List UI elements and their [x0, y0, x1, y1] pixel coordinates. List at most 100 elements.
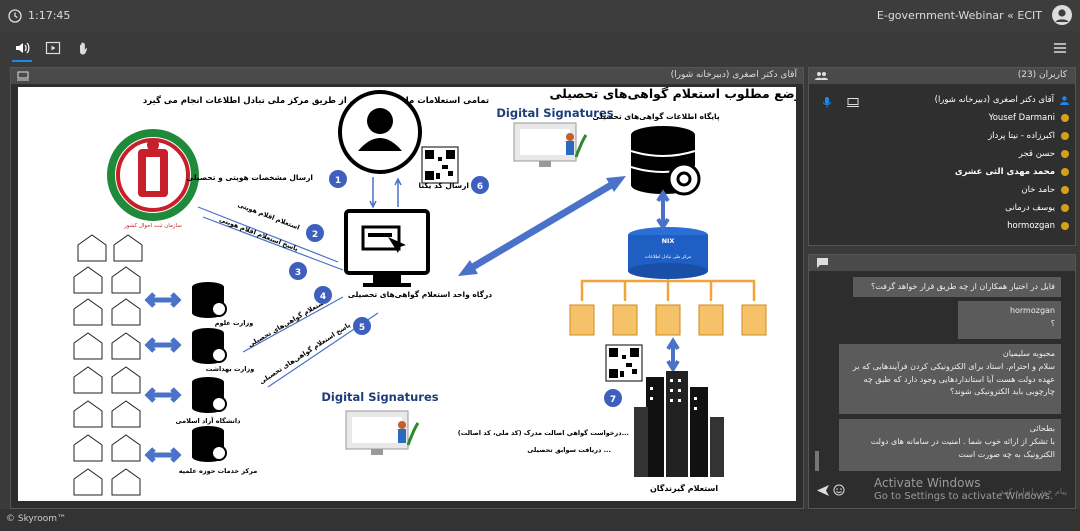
chat-panel: فایل در اختیار همکاران از چه طریق قرار خ… — [808, 254, 1076, 509]
citizen-user-icon — [338, 90, 422, 174]
slide-top-left-title: تمامی استعلامات مابین دستگاهی از طریق مر… — [143, 95, 489, 106]
chat-message-sender: بطحائی — [1029, 424, 1055, 433]
toolbar — [0, 31, 1080, 64]
qr-code-top-icon — [421, 146, 459, 184]
qr-code-bottom-icon — [605, 344, 643, 382]
user-row[interactable]: حسن قجر — [1019, 145, 1069, 163]
raise-hand-icon[interactable] — [76, 40, 92, 56]
room-title: E-government-Webinar « ECIT — [876, 9, 1042, 22]
chat-message-text: ؟ — [1050, 318, 1055, 328]
user-name: Yousef Darmani — [988, 113, 1055, 123]
ministry-2-db-icon — [144, 328, 227, 364]
logo-caption: سازمان ثبت احوال کشور — [123, 222, 182, 229]
emoji-icon[interactable] — [833, 484, 845, 496]
ministry-3-label: دانشگاه آزاد اسلامی — [176, 416, 242, 425]
chat-input-area — [809, 477, 1075, 505]
video-icon[interactable] — [45, 40, 61, 56]
users-panel: کاربران (23) آقای دکتر اصغری (دبیرخانه ش… — [808, 67, 1076, 246]
users-icon — [815, 72, 828, 80]
user-icon — [1061, 150, 1069, 158]
chat-icon — [817, 258, 828, 268]
ministry-1-db-icon — [144, 282, 227, 318]
signature-monitor-bottom-icon — [345, 410, 420, 455]
user-row[interactable]: یوسف درمانی — [1005, 199, 1069, 217]
brand-footer: © Skyroom™ — [6, 514, 67, 524]
user-row[interactable]: hormozgan — [1007, 217, 1069, 235]
ministry-4-label: مرکز خدمات حوزه علمیه — [179, 467, 258, 475]
ministry-4-db-icon — [144, 426, 227, 463]
user-icon — [1061, 222, 1069, 230]
step6-text: ارسال کد یکتا — [418, 181, 469, 190]
chat-input[interactable] — [851, 481, 1069, 501]
digital-signatures-bottom-label: Digital Signatures — [321, 390, 438, 404]
ministry-3-db-icon — [144, 377, 227, 413]
user-row[interactable]: محمد مهدی الثی عشری — [955, 163, 1069, 181]
users-count: کاربران (23) — [1017, 70, 1067, 80]
chat-message: محبوبه سلیمیان سلام و احترام. استاد برای… — [839, 344, 1061, 414]
top-bar: 1:17:45 E-government-Webinar « ECIT — [0, 0, 1080, 31]
screen-share-icon[interactable] — [847, 98, 859, 107]
session-time: 1:17:45 — [28, 9, 71, 22]
step6-badge — [471, 176, 489, 194]
user-row[interactable]: آقای دکتر اصغری (دبیرخانه شورا) — [935, 91, 1069, 109]
ministry-1-label: وزارت علوم — [215, 319, 253, 327]
slide: تمامی استعلامات مابین دستگاهی از طریق مر… — [18, 87, 796, 501]
presentation-header: آقای دکتر اصغری (دبیرخانه شورا) — [11, 68, 803, 84]
activate-windows-title: Activate Windows — [874, 476, 981, 490]
microphone-icon[interactable] — [823, 97, 831, 108]
chat-message-sender: محبوبه سلیمیان — [1002, 349, 1055, 358]
chat-message: بطحائی با تشکر از ارائه خوب شما . امنیت … — [839, 419, 1061, 471]
step1-number: 1 — [335, 176, 341, 186]
chat-message-sender: hormozgan — [1009, 306, 1055, 315]
step2-number: 2 — [312, 230, 318, 240]
user-name: حسن قجر — [1018, 149, 1055, 159]
step4-badge — [314, 286, 332, 304]
chat-messages: فایل در اختیار همکاران از چه طریق قرار خ… — [809, 271, 1075, 473]
step6-number: 6 — [477, 182, 483, 192]
digital-signatures-top-label: Digital Signatures — [496, 106, 613, 120]
step1-text: ارسال مشخصات هویتی و تحصیلی — [186, 173, 313, 182]
clock-icon — [8, 8, 22, 23]
step4-number: 4 — [320, 292, 326, 302]
db-nix-arrow — [656, 189, 670, 231]
requester-label: استعلام گیرندگان — [650, 483, 718, 493]
menu-icon[interactable] — [1052, 40, 1068, 56]
user-list: آقای دکتر اصغری (دبیرخانه شورا) Yousef D… — [809, 84, 1075, 245]
nix-exchange-icon — [628, 227, 708, 279]
chat-message-text: با تشکر از ارائه خوب شما . امنیت در ساما… — [870, 436, 1055, 459]
chat-scrollbar[interactable] — [815, 451, 819, 471]
portal-label: درگاه واحد استعلام گواهی‌های تحصیلی — [348, 290, 492, 299]
ministry-2-label: وزارت بهداشت — [206, 365, 255, 373]
user-name: محمد مهدی الثی عشری — [954, 167, 1055, 177]
session-timer: 1:17:45 — [8, 8, 71, 23]
user-name: hormozgan — [1007, 221, 1055, 231]
chat-header — [809, 255, 1075, 271]
step3-badge — [289, 262, 307, 280]
user-row[interactable]: اکبرزاده - نیتا پرداز — [988, 127, 1069, 145]
user-row[interactable]: Yousef Darmani — [989, 109, 1069, 127]
user-name: آقای دکتر اصغری (دبیرخانه شورا) — [934, 95, 1054, 105]
send-icon[interactable] — [817, 485, 829, 496]
university-buildings-icon — [73, 234, 143, 496]
monitor-icon — [17, 71, 29, 81]
speaker-icon[interactable] — [14, 40, 30, 56]
portal-computer-icon — [344, 209, 430, 287]
step5-number: 5 — [359, 323, 365, 333]
slide-main-title: وضع مطلوب استعلام گواهی‌های تحصیلی — [550, 87, 797, 102]
activate-windows-subtitle: Go to Settings to activate Windows. — [874, 491, 1054, 502]
user-icon — [1061, 114, 1069, 122]
account-avatar-icon[interactable] — [1052, 5, 1072, 25]
requester-line-2: دریافت سوابق تحصیلی ... — [527, 446, 611, 454]
nix-sub-label: مرکز ملی تبادل اطلاعات — [645, 254, 692, 260]
requester-line-1: درخواست گواهی اصالت مدرک (کد ملی، کد اصا… — [458, 429, 629, 437]
portal-db-arrow — [464, 177, 620, 275]
nix-label: NIX — [662, 237, 675, 245]
requester-buildings-icon — [634, 371, 724, 477]
signature-monitor-top-icon — [513, 122, 588, 167]
user-name: حامد خان — [1021, 185, 1055, 195]
civil-registry-logo-icon — [107, 129, 199, 221]
step7-badge — [604, 389, 622, 407]
user-row[interactable]: حامد خان — [1021, 181, 1069, 199]
step1-badge — [329, 170, 347, 188]
chat-message-text: سلام و احترام. استاد برای الکترونیکی کرد… — [852, 361, 1055, 397]
